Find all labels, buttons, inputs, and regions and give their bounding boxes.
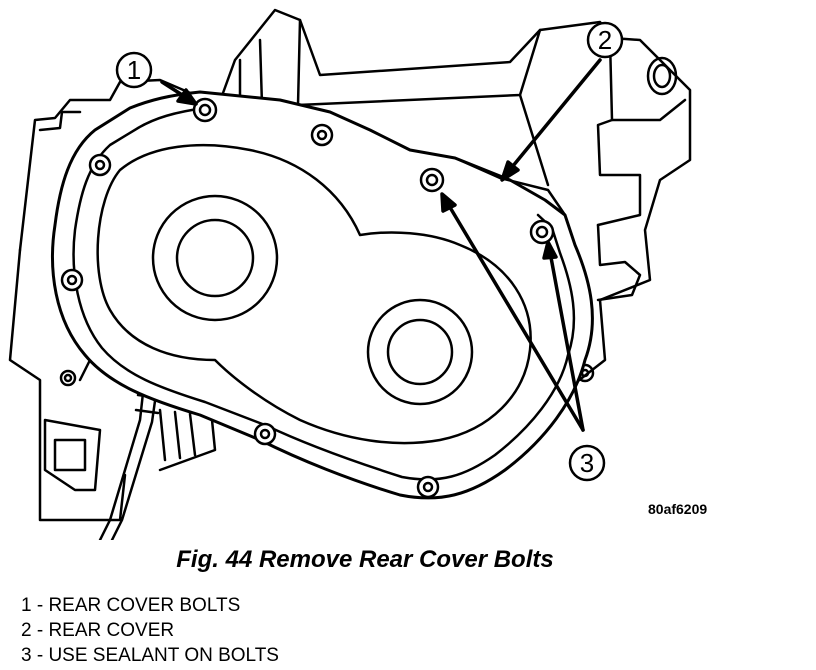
figure-id: 80af6209	[648, 501, 708, 517]
rear-cover	[51, 90, 594, 500]
callout-1-number: 1	[127, 55, 141, 85]
callout-1: 1	[115, 51, 153, 89]
cover-bolts	[60, 97, 555, 499]
leader-arrows	[160, 58, 602, 432]
rear-cover-illustration: 1 2 3	[8, 8, 692, 540]
legend-item: 1 - REAR COVER BOLTS	[21, 595, 241, 616]
callout-3: 3	[568, 444, 606, 482]
callout-2: 2	[586, 21, 624, 59]
arrow-callout-3a	[446, 202, 585, 432]
arrow-callout-3b	[548, 250, 585, 432]
callout-2-number: 2	[598, 25, 612, 55]
arrow-callout-2	[506, 58, 602, 174]
figure-caption: Fig. 44 Remove Rear Cover Bolts	[176, 546, 554, 573]
callout-legend: 1 - REAR COVER BOLTS 2 - REAR COVER 3 - …	[21, 593, 279, 668]
callout-3-number: 3	[580, 448, 594, 478]
legend-item: 3 - USE SEALANT ON BOLTS	[21, 645, 279, 666]
legend-item: 2 - REAR COVER	[21, 620, 175, 641]
